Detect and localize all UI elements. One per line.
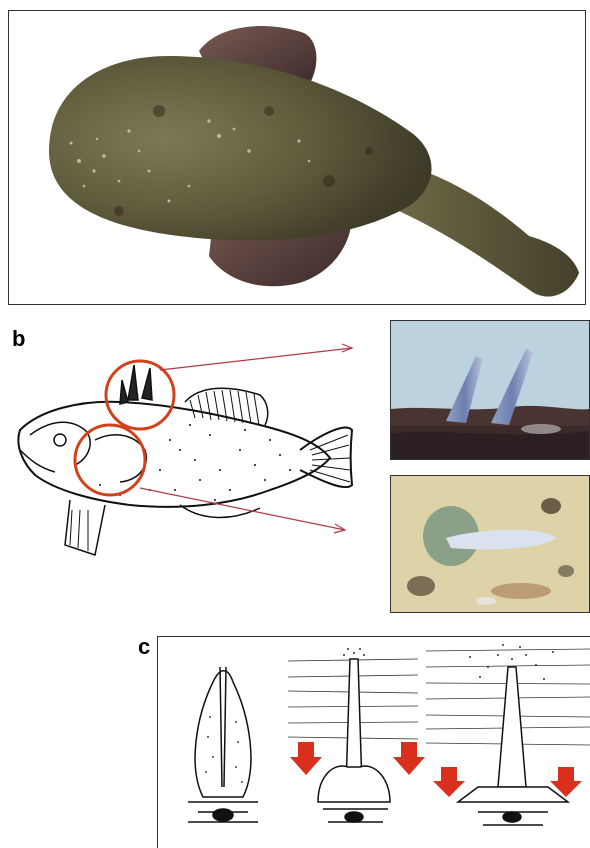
pointer-line-upper <box>160 348 352 370</box>
spine-photo <box>390 320 590 460</box>
spine-mechanism-diagram <box>157 636 590 848</box>
spine-stage-2 <box>318 659 390 822</box>
fish-line-drawing <box>0 340 385 580</box>
spine-stage-3 <box>458 667 568 825</box>
panel-label-c: c <box>138 636 150 658</box>
dorsal-spine-highlight <box>106 361 174 429</box>
spine-stage-1 <box>188 667 258 822</box>
pointer-line-lower <box>140 488 345 530</box>
pectoral-photo <box>390 475 590 613</box>
fish-photo <box>8 10 586 305</box>
fish-body <box>49 56 432 241</box>
